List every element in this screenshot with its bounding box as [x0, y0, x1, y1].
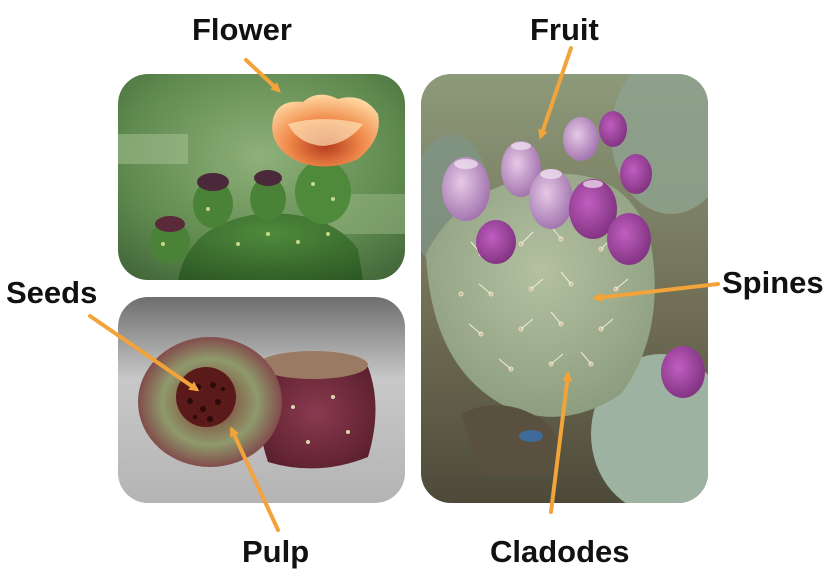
- cut-fruit-photo: [118, 297, 405, 503]
- fruit-label: Fruit: [530, 14, 599, 45]
- pulp-label: Pulp: [242, 536, 309, 567]
- spines-label: Spines: [722, 267, 824, 298]
- seeds-label: Seeds: [6, 277, 97, 308]
- cladodes-label: Cladodes: [490, 536, 630, 567]
- flower-photo: [118, 74, 405, 280]
- cactus-plant-photo: [421, 74, 708, 503]
- flower-label: Flower: [192, 14, 292, 45]
